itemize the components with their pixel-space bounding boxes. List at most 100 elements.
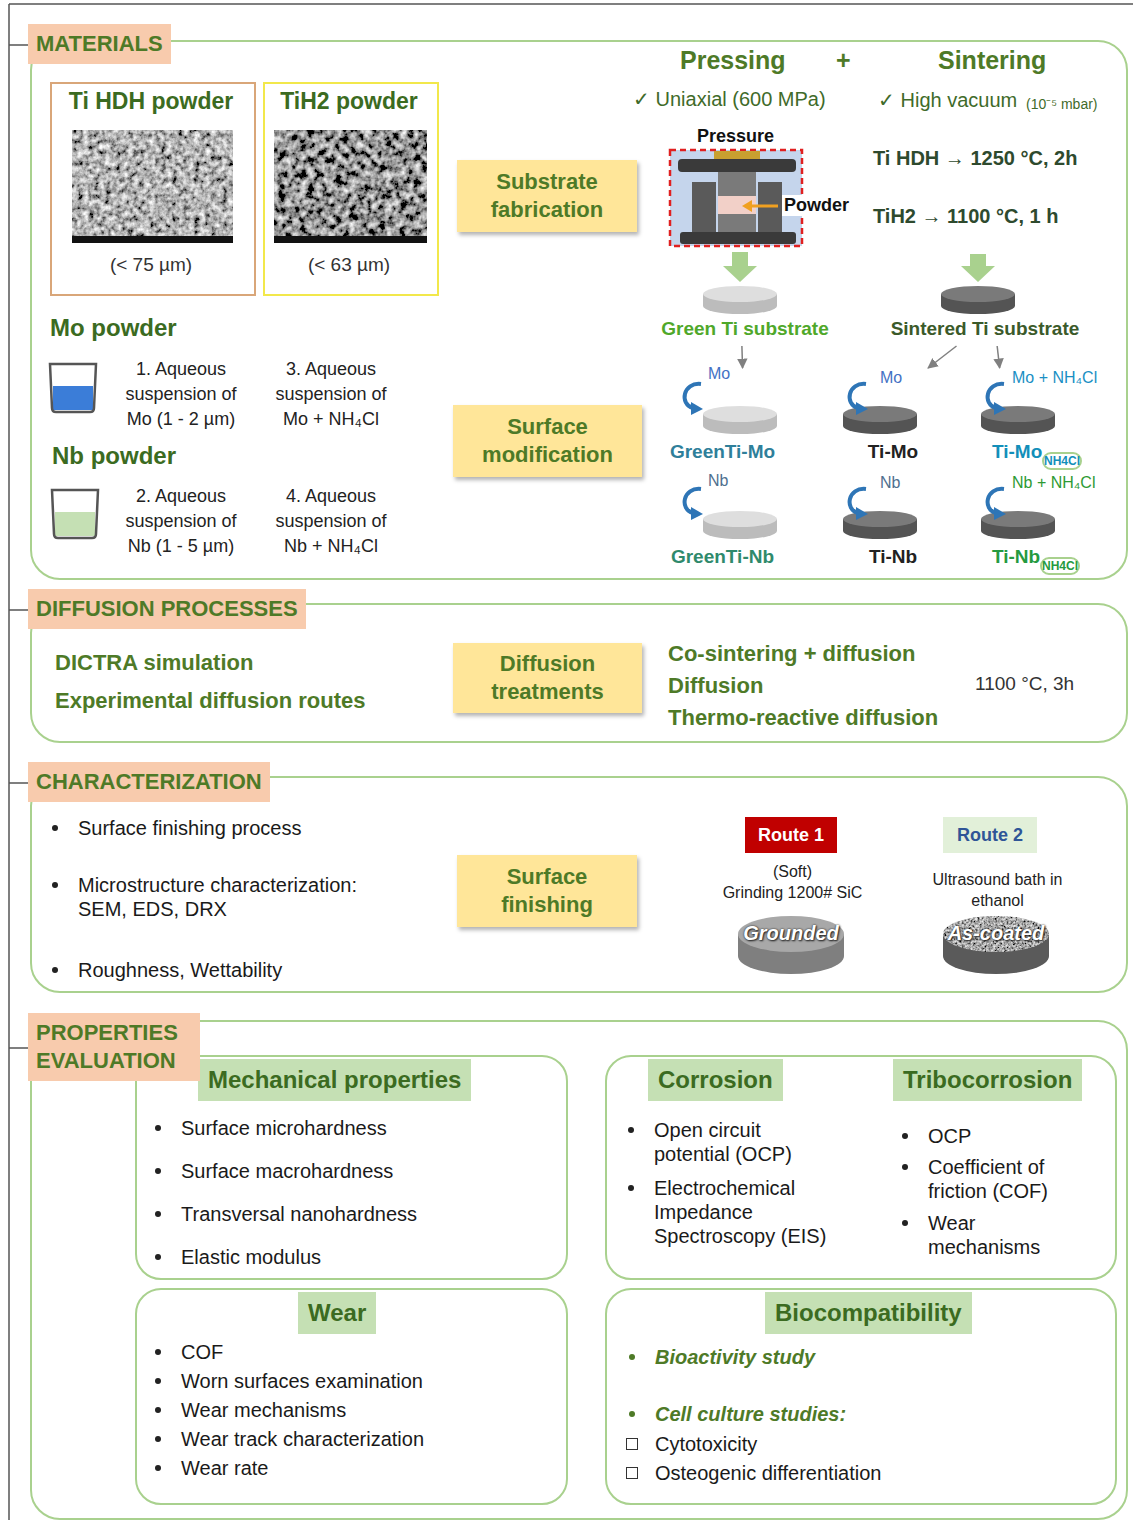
suspension-note: 1. Aqueous suspension of Mo (1 - 2 µm) — [115, 357, 247, 432]
process-label: Surface modification — [453, 413, 642, 469]
section-heading: PROPERTIES EVALUATION — [28, 1013, 200, 1081]
property-box: WearCOFWorn surfaces examinationWear mec… — [135, 1288, 568, 1505]
bullet-item: Wear rate — [181, 1456, 268, 1480]
illustration-part — [9, 3, 1133, 5]
bullet-dot — [155, 1349, 161, 1355]
bullet-dot — [155, 1254, 161, 1260]
illustration-part — [994, 507, 1006, 520]
powder-box: Ti HDH powder (< 75 µm) — [50, 82, 256, 296]
connector-arrow — [997, 346, 999, 368]
process-label: Substrate fabrication — [457, 168, 637, 224]
illustration-part — [274, 236, 427, 243]
sample-name: Ti-Nb — [992, 546, 1040, 568]
group-heading: Mechanical properties — [198, 1059, 471, 1101]
illustration-part — [50, 364, 96, 412]
sample-node: NbGreenTi-Nb — [655, 473, 794, 573]
illustration-part — [680, 232, 796, 244]
illustration-part — [274, 130, 427, 243]
illustration-part — [750, 205, 778, 208]
size-caption: (< 63 µm) — [263, 254, 435, 276]
connector-arrow — [928, 346, 956, 368]
process-item: Thermo-reactive diffusion — [668, 705, 938, 731]
bullet-dot — [155, 1407, 161, 1413]
illustration-part — [703, 511, 777, 527]
process-box: Surface modification — [453, 405, 642, 477]
temperature-note: 1100 °C, 3h — [975, 673, 1074, 695]
illustration-part — [718, 214, 756, 232]
part-label: Powder — [782, 195, 851, 216]
section-panel: PROPERTIES EVALUATIONMechanical properti… — [30, 1020, 1128, 1520]
group-heading: Tribocorrosion — [893, 1059, 1082, 1101]
illustration-part — [9, 44, 30, 46]
sample-node: Mo + NH₄ClTi-MoNH4Cl — [975, 368, 1120, 473]
coating-label: Mo — [708, 365, 730, 383]
step-heading: Sintering — [938, 46, 1046, 75]
size-caption: (< 75 µm) — [50, 254, 252, 276]
bullet-dot — [629, 1354, 635, 1360]
bullet-item: Cell culture studies: — [655, 1402, 846, 1426]
process-box: Diffusion treatments — [453, 643, 642, 713]
bullet-dot — [155, 1378, 161, 1384]
process-box: Surface finishing — [457, 855, 637, 927]
illustration-part — [72, 236, 233, 243]
bullet-item: Osteogenic differentiation — [655, 1461, 881, 1485]
bullet-dot — [628, 1185, 634, 1191]
route-label: Route 1 — [758, 825, 824, 846]
bullet-item: Wear track characterization — [181, 1427, 424, 1451]
subscript-text: NH4Cl — [1042, 452, 1082, 470]
sample-node: Nb + NH₄ClTi-NbNH4Cl — [975, 473, 1120, 578]
bullet-item: Surface microhardness — [181, 1116, 387, 1140]
step-heading: + — [836, 46, 851, 75]
illustration-part — [678, 159, 796, 172]
powder-title: Ti HDH powder — [50, 88, 252, 115]
part-label: Pressure — [697, 126, 774, 147]
route-box: Route 2 — [943, 817, 1037, 853]
watermark-text: Grounded — [735, 922, 847, 945]
checkbox-bullet — [626, 1438, 638, 1450]
illustration-part — [718, 196, 756, 214]
process-item: DICTRA simulation — [55, 650, 253, 676]
illustration-part — [856, 402, 868, 415]
sample-node: MoGreenTi-Mo — [655, 368, 794, 468]
coating-label: Mo — [880, 369, 902, 387]
sample-name: Ti-Mo — [838, 441, 948, 463]
bullet-item: Cytotoxicity — [655, 1432, 757, 1456]
coating-label: Mo + NH₄Cl — [1012, 369, 1097, 387]
process-item: Experimental diffusion routes — [55, 688, 366, 714]
step-heading: Pressing — [680, 46, 786, 75]
sample-node: NbTi-Nb — [838, 473, 952, 573]
bullet-dot — [902, 1133, 908, 1139]
bullet-dot — [155, 1168, 161, 1174]
illustration-part — [9, 782, 30, 784]
disk-sample: Grounded — [735, 912, 851, 988]
illustration-part — [994, 402, 1006, 415]
illustration-part — [55, 512, 95, 536]
group-heading: Corrosion — [648, 1059, 783, 1101]
bullet-item: Coefficient of friction (COF) — [928, 1155, 1078, 1203]
check-item: ✓ High vacuum — [878, 88, 1017, 112]
sample-node: MoTi-Mo — [838, 368, 952, 468]
illustration-part — [9, 1047, 30, 1049]
powder-title: TiH2 powder — [263, 88, 435, 115]
coating-label: Nb — [708, 472, 728, 490]
group-heading: Biocompatibility — [765, 1292, 972, 1334]
suspension-note: 4. Aqueous suspension of Nb + NH₄Cl — [265, 484, 397, 559]
illustration-part — [856, 507, 868, 520]
sample-name: Ti-Nb — [838, 546, 948, 568]
illustration-part — [8, 4, 10, 1520]
bullet-item: Bioactivity study — [655, 1345, 815, 1369]
illustration-part — [692, 182, 716, 232]
route-note: Ultrasound bath in ethanol — [915, 869, 1080, 911]
subscript-text: NH4Cl — [1040, 557, 1080, 575]
substrate-label: Sintered Ti substrate — [860, 318, 1110, 340]
illustration-part — [9, 609, 30, 611]
property-box: CorrosionTribocorrosionOpen circuit pote… — [605, 1055, 1117, 1280]
section-heading: DIFFUSION PROCESSES — [28, 589, 306, 629]
bullet-item: Roughness, Wettability — [78, 958, 282, 982]
sample-name: Ti-Mo — [992, 441, 1042, 463]
check-item: ✓ Uniaxial (600 MPa) — [633, 87, 826, 111]
illustration-part — [72, 130, 233, 243]
bullet-item: COF — [181, 1340, 223, 1364]
process-label: Diffusion treatments — [453, 650, 642, 706]
